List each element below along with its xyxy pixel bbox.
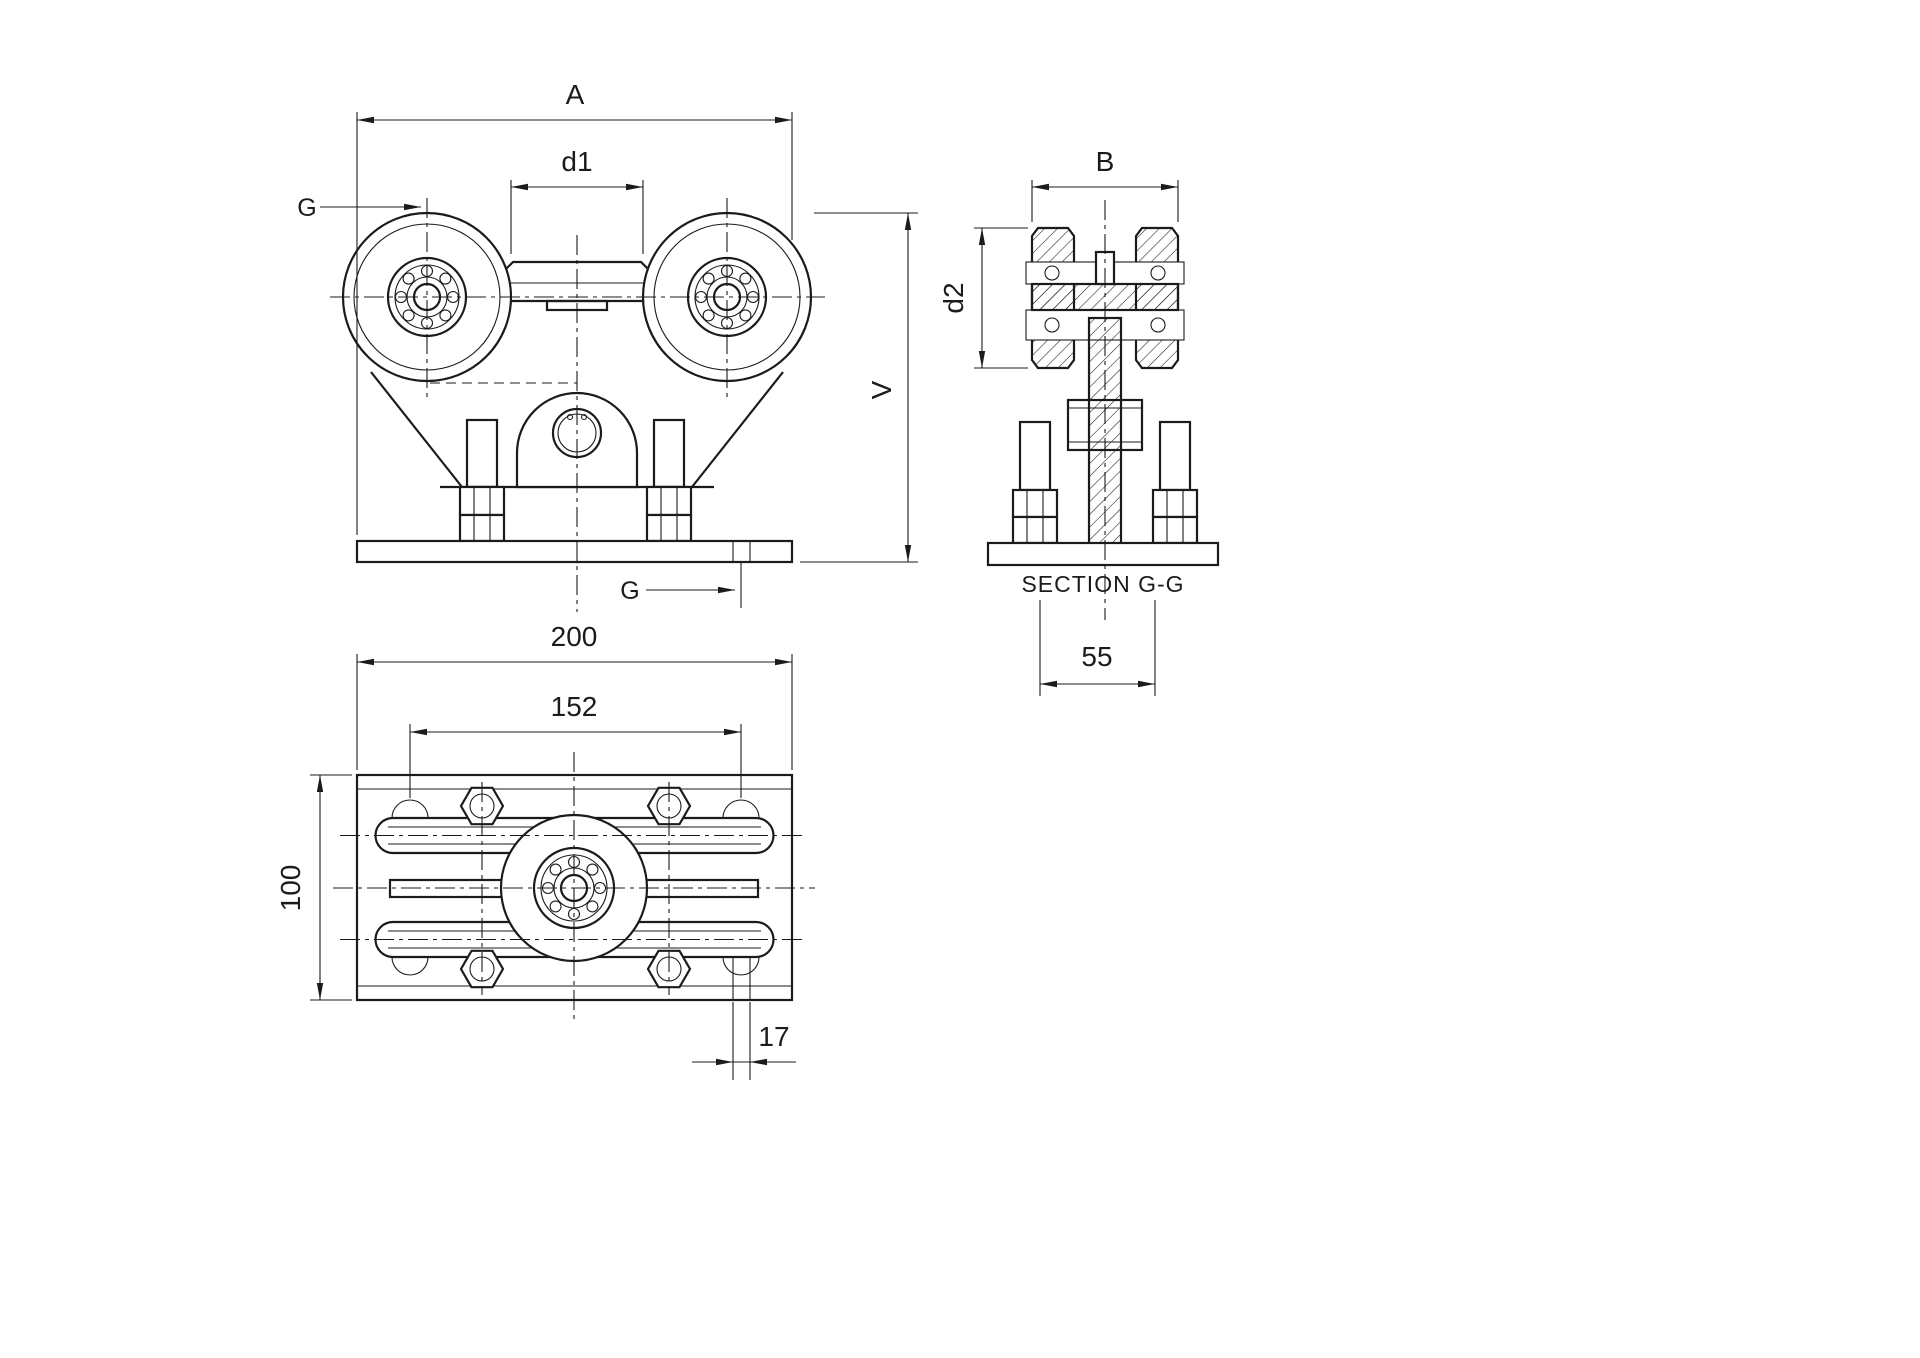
front-centerlines (330, 198, 825, 612)
dim-a-label: A (566, 79, 585, 110)
dimension-152: 152 (409, 691, 742, 798)
dim-100-label: 100 (275, 865, 306, 912)
dimension-d2: d2 (938, 227, 1028, 369)
section-bolt-left (1011, 420, 1059, 545)
section-title: SECTION G-G (1021, 571, 1184, 597)
section-cut-G-bottom: G (620, 562, 742, 608)
dim-152-label: 152 (551, 691, 598, 722)
section-cut-G-top: G (297, 194, 421, 222)
section-g-bottom-label: G (620, 577, 639, 605)
dim-v-label: V (866, 380, 897, 399)
dim-b-label: B (1096, 146, 1115, 177)
dim-d2-label: d2 (938, 282, 969, 313)
section-bolt-right (1151, 420, 1199, 545)
plan-view: 200 152 100 17 (275, 621, 815, 1080)
dim-200-label: 200 (551, 621, 598, 652)
base-plate (355, 539, 794, 564)
dim-55-label: 55 (1081, 641, 1112, 672)
dimension-V: V (800, 212, 918, 563)
plan-hex-nuts (459, 786, 692, 989)
dimension-d1: d1 (510, 146, 644, 254)
dimension-100: 100 (275, 774, 352, 1001)
section-base-plate (986, 541, 1220, 567)
plan-slot-lines (732, 958, 751, 1000)
section-view: B d2 SECTION G-G 55 (938, 146, 1220, 696)
section-g-top-label: G (297, 194, 316, 222)
dimension-55: 55 (1039, 600, 1156, 696)
front-view: A d1 G G V (297, 79, 918, 612)
dim-d1-label: d1 (561, 146, 592, 177)
dimension-17: 17 (692, 1002, 796, 1080)
mounting-bolt-right (645, 418, 693, 543)
dim-17-label: 17 (758, 1021, 789, 1052)
dimension-200: 200 (356, 621, 793, 770)
dimension-B: B (1031, 146, 1179, 222)
dimension-A: A (356, 79, 793, 535)
mounting-bolt-left (458, 418, 506, 543)
plan-dome-ends (391, 799, 760, 976)
plan-centerlines (333, 752, 815, 1022)
